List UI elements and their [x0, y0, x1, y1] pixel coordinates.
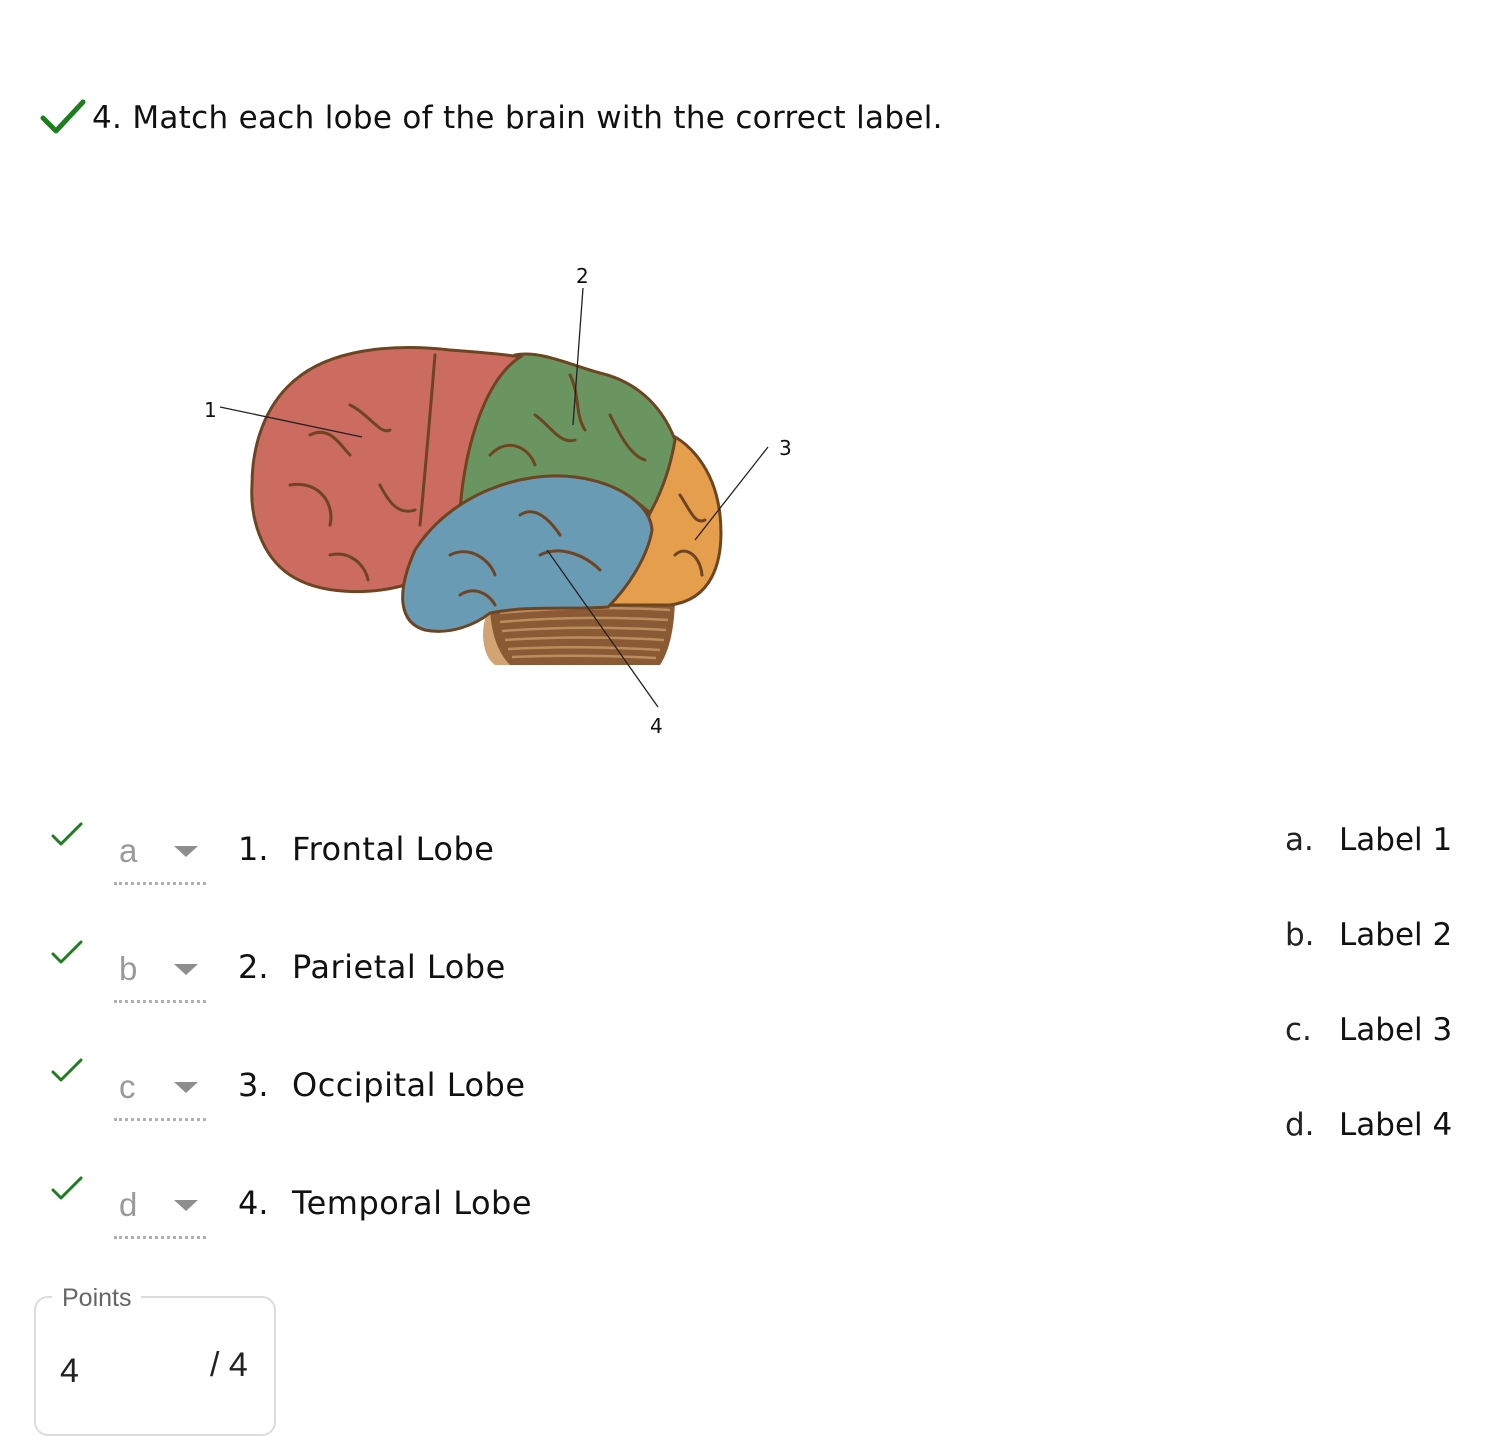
answer-select-3[interactable]: c: [114, 1062, 206, 1121]
answer-select-4[interactable]: d: [114, 1180, 206, 1239]
caret-down-icon: [174, 964, 198, 975]
term-number: 4.: [238, 1184, 269, 1222]
match-row-3: c 3. Occipital Lobe: [50, 1056, 750, 1126]
term-label: Frontal Lobe: [292, 830, 495, 868]
points-total: / 4: [210, 1346, 248, 1384]
checkmark-icon: [51, 1176, 83, 1200]
answer-select-value: b: [119, 950, 138, 987]
answer-select-2[interactable]: b: [114, 944, 206, 1003]
term-label: Temporal Lobe: [292, 1184, 533, 1222]
option-letter: c.: [1285, 1012, 1312, 1048]
option-a: a. Label 1: [1285, 822, 1452, 858]
caret-down-icon: [174, 846, 198, 857]
callout-3: 3: [779, 436, 792, 460]
caret-down-icon: [174, 1082, 198, 1093]
question-text: Match each lobe of the brain with the co…: [132, 100, 943, 136]
option-label: Label 3: [1339, 1012, 1453, 1048]
checkmark-icon: [40, 99, 86, 134]
checkmark-icon: [51, 822, 83, 846]
question-header: 4. Match each lobe of the brain with the…: [40, 98, 943, 138]
option-d: d. Label 4: [1285, 1107, 1452, 1143]
caret-down-icon: [174, 1200, 198, 1211]
match-row-2: b 2. Parietal Lobe: [50, 938, 750, 1008]
checkmark-icon: [51, 1058, 83, 1082]
option-letter: b.: [1285, 917, 1315, 953]
callout-line-1: [219, 406, 363, 438]
points-legend: Points: [52, 1284, 142, 1313]
callout-line-4: [546, 549, 659, 708]
option-label: Label 4: [1339, 1107, 1453, 1143]
term-number: 1.: [238, 830, 269, 868]
option-letter: d.: [1285, 1107, 1315, 1143]
option-c: c. Label 3: [1285, 1012, 1452, 1048]
points-field: Points 4 / 4: [34, 1284, 276, 1436]
option-label: Label 2: [1339, 917, 1453, 953]
option-letter: a.: [1285, 822, 1314, 858]
answer-select-value: a: [119, 832, 138, 869]
brain-diagram: 1 2 3 4: [204, 264, 792, 738]
term-number: 2.: [238, 948, 269, 986]
callout-line-3: [694, 446, 769, 541]
points-value[interactable]: 4: [60, 1352, 79, 1390]
option-label: Label 1: [1339, 822, 1453, 858]
callout-line-2: [572, 287, 584, 426]
term-label: Parietal Lobe: [292, 948, 506, 986]
answer-select-1[interactable]: a: [114, 826, 206, 885]
answer-select-value: d: [119, 1186, 138, 1223]
option-b: b. Label 2: [1285, 917, 1452, 953]
answer-select-value: c: [119, 1068, 136, 1105]
match-row-4: d 4. Temporal Lobe: [50, 1174, 750, 1244]
term-label: Occipital Lobe: [292, 1066, 526, 1104]
checkmark-icon: [51, 940, 83, 964]
callout-4: 4: [650, 714, 663, 738]
callout-2: 2: [576, 264, 589, 288]
question-title: 4. Match each lobe of the brain with the…: [92, 100, 943, 136]
match-row-1: a 1. Frontal Lobe: [50, 820, 750, 890]
term-number: 3.: [238, 1066, 269, 1104]
callout-1: 1: [204, 398, 217, 422]
question-number: 4.: [92, 100, 123, 136]
